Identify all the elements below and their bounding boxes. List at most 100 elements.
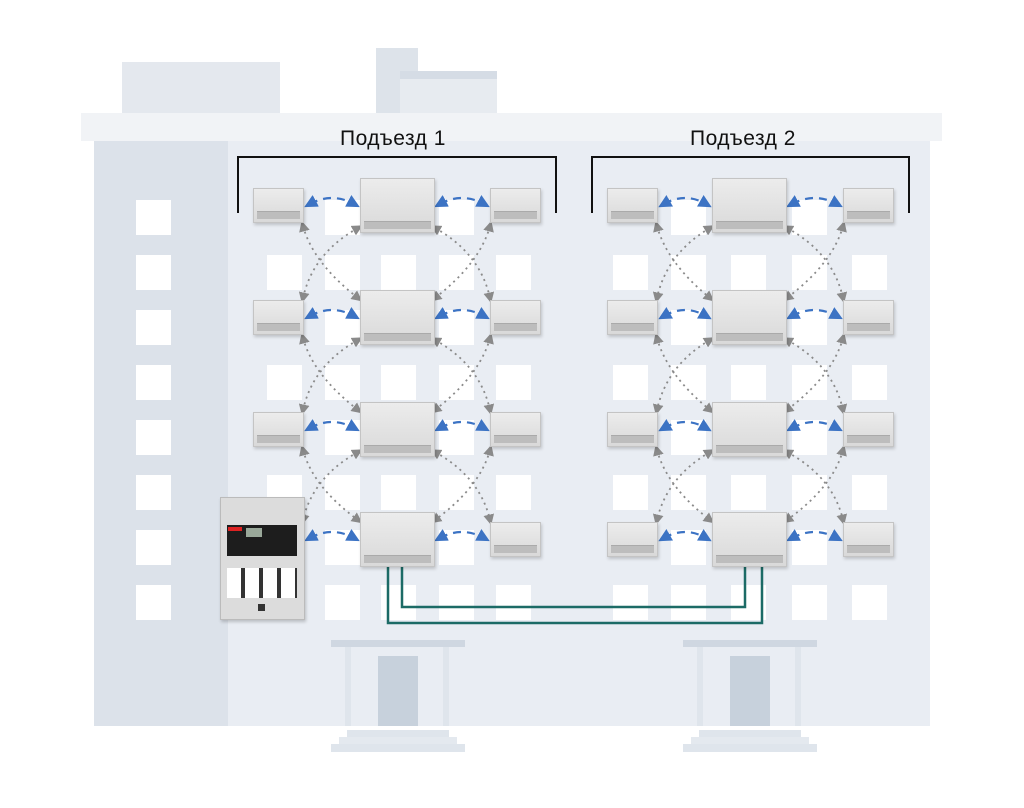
- wireless-link-arrow: [786, 529, 843, 542]
- radio-expander-main: [712, 178, 787, 233]
- window: [325, 585, 360, 620]
- wireless-link-arrow: [786, 195, 843, 208]
- device-label-strip: [364, 445, 431, 453]
- entrance-step: [683, 744, 817, 752]
- window: [381, 255, 416, 290]
- mesh-link-arrow: [299, 332, 363, 414]
- stairwell-window: [136, 530, 171, 565]
- radio-module-left: [607, 300, 658, 335]
- device-label-strip: [716, 445, 783, 453]
- window: [852, 475, 887, 510]
- radio-module-right: [843, 412, 894, 447]
- mesh-link-arrow: [653, 444, 715, 524]
- stairwell-window: [136, 585, 171, 620]
- stairwell-window: [136, 200, 171, 235]
- device-label-strip: [364, 555, 431, 563]
- mesh-link-arrow: [782, 337, 848, 416]
- wireless-link-arrow: [658, 418, 712, 432]
- panel-lcd: [246, 528, 262, 537]
- window: [267, 365, 302, 400]
- wireless-link-arrow: [434, 529, 490, 542]
- window: [613, 255, 648, 290]
- window: [731, 585, 766, 620]
- device-label-strip: [847, 435, 890, 443]
- window: [381, 475, 416, 510]
- window: [671, 585, 706, 620]
- radio-expander-main: [360, 178, 435, 233]
- roof-vent: [400, 71, 497, 114]
- entrance-step: [331, 744, 465, 752]
- panel-alarm-indicator: [228, 527, 242, 531]
- device-label-strip: [847, 323, 890, 331]
- device-label-strip: [716, 221, 783, 229]
- entrance-step: [699, 730, 801, 737]
- mesh-link-arrow: [430, 337, 495, 416]
- device-label-strip: [611, 545, 654, 553]
- entrance-column: [697, 647, 703, 726]
- window: [731, 475, 766, 510]
- wireless-link-arrow: [434, 307, 490, 320]
- mesh-link-arrow: [298, 225, 363, 304]
- window: [613, 475, 648, 510]
- radio-module-right: [490, 188, 541, 223]
- device-label-strip: [257, 211, 300, 219]
- mesh-link-arrow: [653, 220, 715, 302]
- wireless-link-arrow: [304, 419, 360, 432]
- mesh-link-arrow: [782, 225, 848, 304]
- device-label-strip: [364, 333, 431, 341]
- section-2-title: Подъезд 2: [690, 127, 796, 150]
- wireless-link-arrow: [786, 419, 843, 432]
- entrance-canopy: [683, 640, 817, 647]
- window: [496, 365, 531, 400]
- stairwell-window: [136, 255, 171, 290]
- device-label-strip: [716, 333, 783, 341]
- window: [852, 585, 887, 620]
- device-label-strip: [494, 211, 537, 219]
- mesh-link-arrow: [298, 337, 363, 416]
- entrance-canopy: [331, 640, 465, 647]
- device-label-strip: [847, 211, 890, 219]
- mesh-link-arrow: [652, 225, 715, 304]
- mesh-link-arrow: [298, 449, 363, 526]
- wireless-link-arrow: [434, 195, 490, 208]
- mesh-link-arrow: [653, 332, 715, 414]
- mesh-link-arrow: [299, 220, 363, 302]
- roof: [81, 113, 942, 141]
- roof-block: [122, 62, 280, 114]
- entrance-door: [730, 656, 770, 726]
- mesh-link-arrow: [782, 444, 847, 524]
- device-label-strip: [611, 323, 654, 331]
- device-label-strip: [364, 221, 431, 229]
- entrance-step: [339, 737, 457, 744]
- device-label-strip: [257, 435, 300, 443]
- panel-lock-icon: [258, 604, 265, 611]
- fire-control-panel[interactable]: [220, 497, 305, 620]
- window: [381, 365, 416, 400]
- entrance-column: [345, 647, 351, 726]
- radio-module-left: [253, 300, 304, 335]
- window: [731, 255, 766, 290]
- device-label-strip: [611, 435, 654, 443]
- mesh-link-arrow: [652, 449, 715, 526]
- wireless-link-arrow: [658, 194, 712, 208]
- entrance-column: [795, 647, 801, 726]
- mesh-link-arrow: [430, 444, 494, 524]
- window: [496, 255, 531, 290]
- stairwell-window: [136, 420, 171, 455]
- window: [792, 585, 827, 620]
- window: [496, 585, 531, 620]
- radio-module-right: [490, 300, 541, 335]
- radio-module-left: [253, 412, 304, 447]
- device-label-strip: [494, 545, 537, 553]
- mesh-link-arrow: [299, 444, 363, 524]
- mesh-link-arrow: [782, 449, 848, 526]
- radio-module-right: [843, 522, 894, 557]
- entrance-column: [443, 647, 449, 726]
- radio-module-left: [607, 522, 658, 557]
- radio-expander-main: [712, 402, 787, 457]
- window: [852, 365, 887, 400]
- entrance-step: [691, 737, 809, 744]
- device-label-strip: [257, 323, 300, 331]
